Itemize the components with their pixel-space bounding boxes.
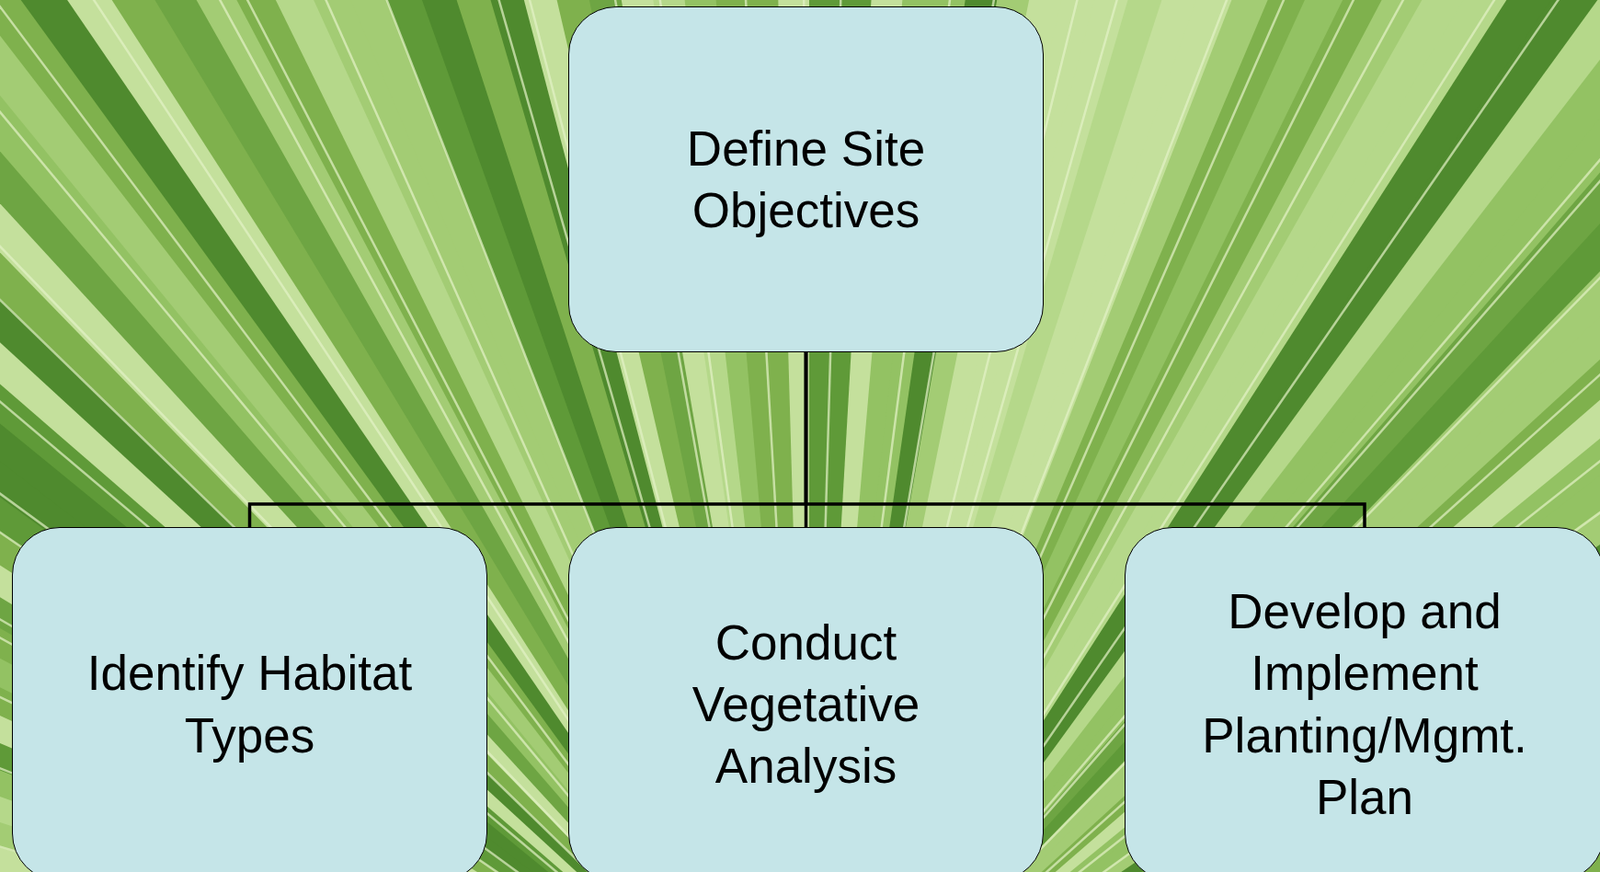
box-label: Define Site Objectives [613, 117, 1000, 242]
box-label: Develop and Implement Planting/Mgmt. Pla… [1185, 580, 1544, 828]
process-box: Conduct Vegetative Analysis [568, 526, 1044, 872]
process-box: Define Site Objectives [568, 6, 1044, 353]
process-box: Identify Habitat Types [11, 526, 488, 872]
tree-connector [250, 352, 807, 527]
process-box: Develop and Implement Planting/Mgmt. Pla… [1124, 526, 1600, 872]
box-label: Conduct Vegetative Analysis [668, 611, 945, 798]
box-label: Identify Habitat Types [57, 641, 444, 766]
tree-connector [806, 352, 1366, 527]
